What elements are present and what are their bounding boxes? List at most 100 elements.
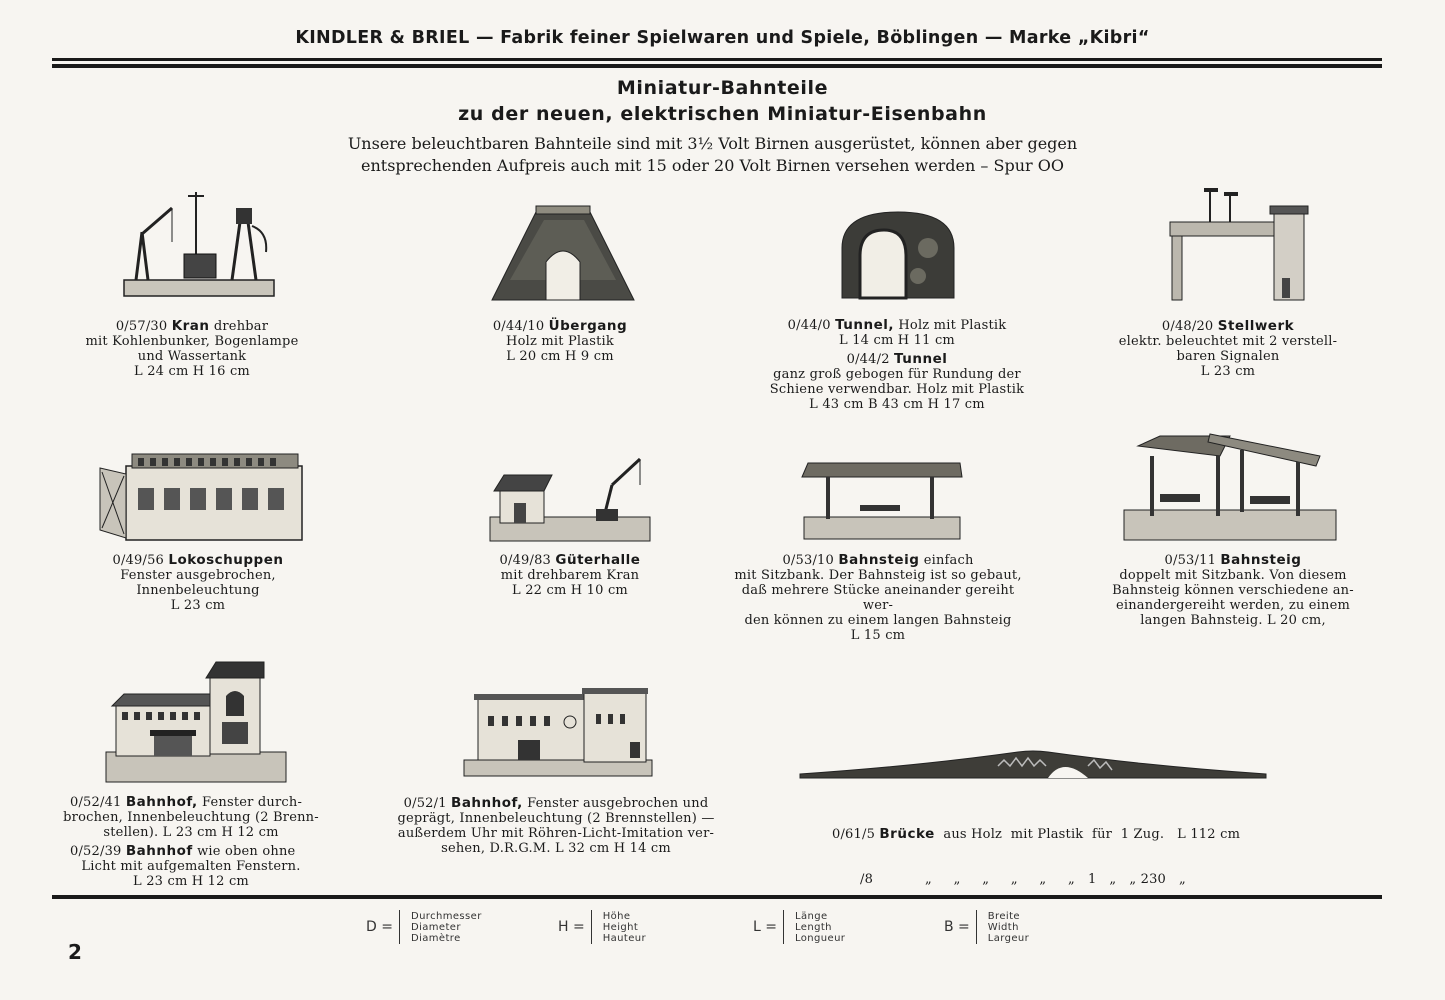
- bahnhof-gross-line-3: sehen, D.R.G.M. L 32 cm H 14 cm: [441, 841, 671, 856]
- stellwerk-illustration: [1169, 188, 1309, 301]
- bahnhof-gross-name: Bahnhof,: [451, 795, 523, 811]
- bruecke-code: 0/61/5: [832, 827, 876, 842]
- bahnsteig-einfach-line-1: mit Sitzbank. Der Bahnsteig ist so gebau…: [734, 568, 1022, 583]
- tunnel-large-code: 0/44/2: [846, 352, 890, 367]
- legend-width: B = Breite Width Largeur: [944, 910, 1029, 944]
- bruecke-name: Brücke: [879, 826, 935, 842]
- bahnhof-ohne-licht-code: 0/52/39: [70, 844, 122, 859]
- bahnhof-gross-illustration: [463, 688, 653, 777]
- header-rule-top: [52, 58, 1382, 61]
- bahnhof-illustration: [105, 661, 287, 783]
- lokoschuppen-description: 0/49/56 Lokoschuppen Fenster ausgebroche…: [88, 552, 308, 614]
- intro-line-2: entsprechenden Aufpreis auch mit 15 oder…: [361, 156, 1064, 175]
- bruecke-line-2: /8 „ „ „ „ „ „ 1 „ „ 230 „: [860, 872, 1186, 887]
- legend-diameter-de: Durchmesser: [410, 910, 482, 922]
- lokoschuppen-line-1: Fenster ausgebrochen,: [120, 568, 276, 583]
- uebergang-illustration: [491, 205, 635, 301]
- stellwerk-code: 0/48/20: [1161, 319, 1214, 334]
- stellwerk-line-2: baren Signalen: [1176, 349, 1280, 364]
- legend-brace: [782, 910, 789, 944]
- legend-brace: [590, 910, 597, 944]
- legend-diameter-en: Diameter: [410, 921, 461, 933]
- bahnsteig-doppelt-line-4: langen Bahnsteig. L 20 cm,: [1140, 613, 1326, 628]
- bahnhof-gross-after: Fenster ausgebrochen und: [522, 796, 709, 811]
- bahnhof-after: Fenster durch-: [197, 795, 303, 810]
- legend-diameter: D = Durchmesser Diameter Diamètre: [366, 910, 482, 944]
- lokoschuppen-name: Lokoschuppen: [168, 552, 284, 568]
- kran-name: Kran: [171, 318, 210, 334]
- stellwerk-description: 0/48/20 Stellwerk elektr. beleuchtet mit…: [1110, 318, 1346, 380]
- gueterhalle-line-1: mit drehbarem Kran: [500, 568, 640, 583]
- legend-height-en: Height: [602, 921, 639, 933]
- bahnhof-ohne-licht-line-1: Licht mit aufgemalten Fenstern.: [81, 859, 301, 874]
- legend-brace: [975, 910, 982, 944]
- lokoschuppen-line-2: Innenbeleuchtung: [136, 583, 260, 598]
- bahnsteig-einfach-illustration: [801, 462, 963, 540]
- tunnel-name: Tunnel,: [835, 317, 895, 333]
- bahnsteig-einfach-line-3: den können zu einem langen Bahnsteig: [744, 613, 1012, 628]
- uebergang-line-2: L 20 cm H 9 cm: [506, 349, 614, 364]
- page-subtitle: zu der neuen, elektrischen Miniatur-Eise…: [458, 103, 987, 125]
- bahnhof-ohne-licht-after: wie oben ohne: [192, 844, 296, 859]
- lokoschuppen-line-3: L 23 cm: [170, 598, 226, 613]
- legend-length-de: Länge: [794, 910, 828, 922]
- stellwerk-name: Stellwerk: [1217, 318, 1295, 334]
- tunnel-large-line-2: Schiene verwendbar. Holz mit Plastik: [769, 382, 1025, 397]
- lokoschuppen-code: 0/49/56: [112, 553, 165, 568]
- tunnel-illustration: [841, 211, 955, 300]
- gueterhalle-line-2: L 22 cm H 10 cm: [512, 583, 628, 598]
- bahnsteig-einfach-code: 0/53/10: [782, 553, 834, 568]
- legend-diameter-key: D =: [366, 919, 393, 935]
- bahnhof-ohne-licht-line-2: L 23 cm H 12 cm: [133, 874, 249, 889]
- kran-code: 0/57/30: [115, 319, 168, 334]
- bahnhof-line-1: brochen, Innenbeleuchtung (2 Brenn-: [63, 810, 319, 825]
- stellwerk-line-3: L 23 cm: [1200, 364, 1256, 379]
- kran-illustration: [123, 192, 275, 297]
- bahnhof-name: Bahnhof,: [125, 794, 198, 810]
- bahnhof-gross-code: 0/52/1: [403, 796, 447, 811]
- tunnel-large-name: Tunnel: [894, 351, 948, 367]
- kran-line-1: mit Kohlenbunker, Bogenlampe: [85, 334, 299, 349]
- gueterhalle-illustration: [489, 457, 651, 542]
- bahnhof-gross-description: 0/52/1 Bahnhof, Fenster ausgebrochen und…: [396, 795, 716, 857]
- uebergang-line-1: Holz mit Plastik: [506, 334, 614, 349]
- gueterhalle-name: Güterhalle: [555, 552, 641, 568]
- bahnhof-description: 0/52/41 Bahnhof, Fenster durch- brochen,…: [60, 794, 322, 890]
- legend-height: H = Höhe Height Hauteur: [558, 910, 646, 944]
- bruecke-after: aus Holz mit Plastik für 1 Zug. L 112 cm: [934, 827, 1241, 842]
- bahnhof-ohne-licht-name: Bahnhof: [125, 843, 193, 859]
- footer-rule: [52, 895, 1382, 899]
- bahnsteig-einfach-after: einfach: [919, 553, 974, 568]
- kran-line-2: und Wassertank: [137, 349, 247, 364]
- tunnel-large-line-3: L 43 cm B 43 cm H 17 cm: [809, 397, 985, 412]
- kran-after: drehbar: [209, 319, 269, 334]
- tunnel-after: Holz mit Plastik: [894, 318, 1007, 333]
- bahnsteig-doppelt-illustration: [1123, 433, 1337, 541]
- uebergang-code: 0/44/10: [492, 319, 545, 334]
- legend-brace: [398, 910, 405, 944]
- intro-line-1: Unsere beleuchtbaren Bahnteile sind mit …: [347, 134, 1078, 153]
- bruecke-description: 0/61/5 Brücke aus Holz mit Plastik für 1…: [832, 797, 1272, 902]
- legend-width-fr: Largeur: [987, 932, 1030, 944]
- gueterhalle-code: 0/49/83: [499, 553, 552, 568]
- gueterhalle-description: 0/49/83 Güterhalle mit drehbarem Kran L …: [470, 552, 670, 599]
- lokoschuppen-illustration: [99, 453, 303, 541]
- bahnhof-gross-line-2: außerdem Uhr mit Röhren-Licht-Imitation …: [397, 826, 715, 841]
- kran-line-3: L 24 cm H 16 cm: [134, 364, 250, 379]
- legend-height-key: H =: [558, 919, 585, 935]
- tunnel-line-1: L 14 cm H 11 cm: [839, 333, 955, 348]
- bahnsteig-doppelt-name: Bahnsteig: [1220, 552, 1302, 568]
- bahnhof-line-2: stellen). L 23 cm H 12 cm: [103, 825, 279, 840]
- legend-width-en: Width: [987, 921, 1019, 933]
- bahnsteig-einfach-line-4: L 15 cm: [850, 628, 906, 643]
- bahnsteig-doppelt-description: 0/53/11 Bahnsteig doppelt mit Sitzbank. …: [1106, 552, 1360, 629]
- tunnel-large-line-1: ganz groß gebogen für Rundung der: [773, 367, 1021, 382]
- bahnhof-gross-line-1: geprägt, Innenbeleuchtung (2 Brennstelle…: [397, 811, 715, 826]
- uebergang-name: Übergang: [548, 318, 628, 334]
- legend-height-de: Höhe: [602, 910, 631, 922]
- legend-length: L = Länge Length Longueur: [753, 910, 845, 944]
- bahnhof-code: 0/52/41: [70, 795, 122, 810]
- catalog-header: KINDLER & BRIEL — Fabrik feiner Spielwar…: [295, 28, 1150, 48]
- bruecke-illustration: [799, 750, 1267, 779]
- bahnsteig-doppelt-line-3: einandergereiht werden, zu einem: [1115, 598, 1351, 613]
